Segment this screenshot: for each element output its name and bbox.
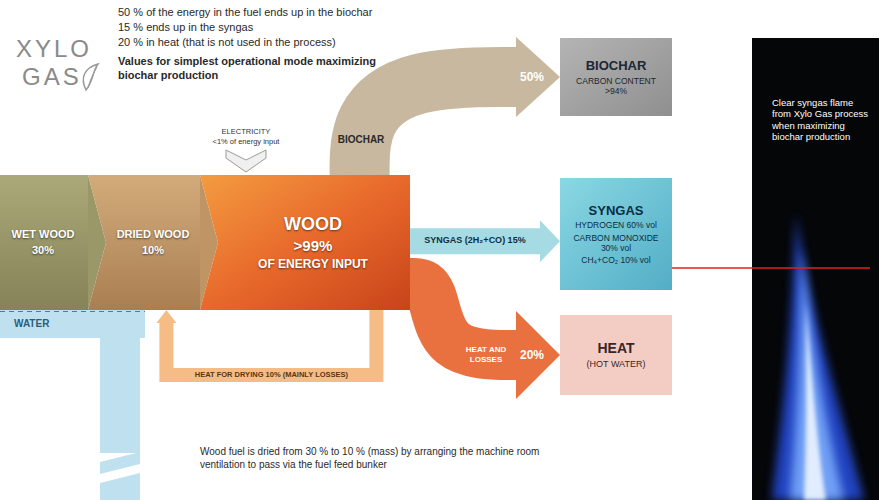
node-title: WET WOOD — [12, 228, 75, 241]
arrow-head — [540, 220, 560, 262]
input-label: ELECTRICITY — [196, 127, 296, 136]
biochar-flow — [360, 37, 560, 175]
logo-text: XYLO — [16, 34, 92, 64]
flame-body — [790, 248, 844, 500]
node-title: WATER — [14, 318, 49, 330]
node-title: SYNGAS — [589, 203, 644, 219]
arrow-head — [516, 37, 560, 117]
process-note: Wood fuel is dried from 30 % to 10 % (ma… — [200, 446, 545, 471]
output-box: BIOCHAR CARBON CONTENT >94% — [560, 38, 672, 116]
node-detail: CH₄+CO₂ 10% vol — [581, 255, 650, 265]
output-box: SYNGASHYDROGEN 60% volCARBON MONOXIDE 30… — [560, 178, 672, 290]
arrow-head — [156, 310, 176, 323]
logo-leaf-vein — [88, 67, 97, 88]
flow-label: 20% — [520, 348, 544, 363]
summary-note: 50 % of the energy in the fuel ends up i… — [118, 6, 372, 20]
node-detail: 30% — [32, 244, 54, 257]
callout-line — [672, 268, 752, 269]
flame-core — [804, 303, 826, 500]
node-title: BIOCHAR — [586, 58, 647, 74]
input-chevron: WET WOOD 30% — [0, 175, 88, 310]
node-title: Clear syngas flame from Xylo Gas process… — [772, 97, 869, 143]
node-detail: CARBON MONOXIDE 30% vol — [566, 233, 666, 253]
heat-flow — [410, 283, 560, 399]
summary-note: 15 % ends up in the syngas — [118, 21, 253, 35]
wood-chevron: WOOD>99% OF ENERGY INPUT — [200, 175, 410, 310]
node-title: DRIED WOOD — [117, 228, 190, 241]
node-fill — [560, 178, 672, 290]
node-detail: HYDROGEN 60% vol — [575, 220, 657, 230]
flow-band — [166, 310, 376, 375]
node-title: HEAT — [597, 340, 634, 357]
summary-note: 20 % in heat (that is not used in the pr… — [118, 36, 336, 50]
water-band: WATER — [0, 310, 145, 338]
node-shape — [0, 175, 88, 310]
logo-leaf — [83, 64, 98, 90]
callout-line — [752, 267, 870, 269]
flow-band — [672, 267, 752, 269]
flow-band — [360, 77, 520, 175]
node-detail: OF ENERGY INPUT — [258, 257, 368, 271]
flow-label: BIOCHAR — [338, 134, 385, 147]
mode-note: Values for simplest operational mode max… — [118, 55, 380, 83]
logo-text: GAS — [22, 62, 82, 92]
node-fill — [560, 315, 672, 395]
node-detail: 10% — [142, 244, 164, 257]
water-outflow-break — [100, 452, 140, 474]
syngas-flow — [410, 220, 560, 262]
electricity-chevron — [226, 150, 266, 172]
flame-photo: Clear syngas flame from Xylo Gas process… — [752, 38, 879, 500]
output-box: HEAT (HOT WATER) — [560, 315, 672, 395]
node-fill — [200, 175, 410, 310]
water-outflow-end — [100, 473, 140, 500]
flow-label: 50% — [520, 70, 544, 85]
flow-label: SYNGAS (2H₂+CO) 15% — [424, 236, 525, 247]
arrow-head — [516, 311, 560, 399]
flow-band — [410, 283, 522, 355]
dashed-boundary — [0, 311, 145, 312]
flow-label: HEAT FOR DRYING 10% (MAINLY LOSSES) — [195, 370, 348, 379]
node-title: WOOD — [284, 214, 342, 236]
node-detail: >99% — [294, 237, 333, 255]
node-fill — [560, 38, 672, 116]
flow-label: HEAT AND LOSSES — [456, 345, 516, 365]
node-fill — [752, 38, 879, 500]
node-shape — [88, 175, 200, 310]
node-fill — [0, 310, 145, 338]
dried-chevron: DRIED WOOD 10% — [88, 175, 200, 310]
input-value: <1% of energy input — [196, 137, 296, 146]
node-detail: CARBON CONTENT >94% — [566, 76, 666, 96]
node-fill — [88, 175, 200, 310]
node-detail: (HOT WATER) — [587, 359, 646, 370]
drying-loop — [156, 310, 376, 375]
flame-glow — [772, 213, 864, 500]
node-fill — [0, 175, 88, 310]
flow-band — [410, 228, 544, 254]
water-outflow — [100, 338, 140, 453]
